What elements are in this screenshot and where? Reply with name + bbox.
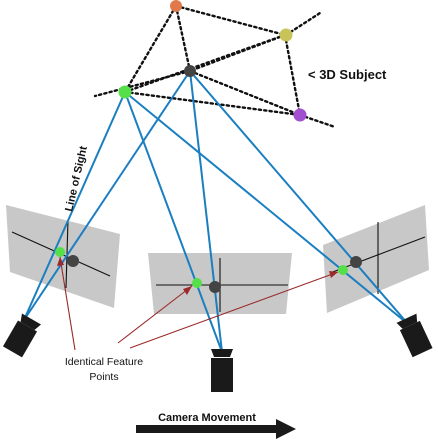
vertex-orange <box>170 0 182 12</box>
projection-right-dark <box>350 256 362 268</box>
vertex-green <box>118 85 132 99</box>
image-plane-right <box>323 205 429 313</box>
projection-center-green <box>192 278 202 288</box>
subject-label: < 3D Subject <box>308 67 387 82</box>
projection-center-dark <box>209 281 221 293</box>
feature-points-label-line1: Identical Feature <box>65 356 143 368</box>
right-arrow-icon <box>136 419 296 439</box>
vertex-yellow <box>279 28 293 42</box>
vertex-dark <box>184 65 196 77</box>
camera-left-icon <box>2 313 42 358</box>
feature-pointers <box>59 256 339 351</box>
camera-movement-label: Camera Movement <box>158 412 256 424</box>
lines-of-sight <box>23 70 409 353</box>
feature-points-label-line2: Points <box>89 371 118 383</box>
projection-left-green <box>55 247 65 257</box>
subject-wireframe <box>93 4 337 129</box>
feature-pointer-heads <box>57 257 338 295</box>
camera-right-icon <box>396 313 433 358</box>
image-plane-left <box>6 205 120 308</box>
vertex-purple <box>293 108 307 122</box>
projection-right-green <box>338 265 348 275</box>
camera-center-icon <box>211 349 233 392</box>
projection-left-dark <box>67 255 79 267</box>
